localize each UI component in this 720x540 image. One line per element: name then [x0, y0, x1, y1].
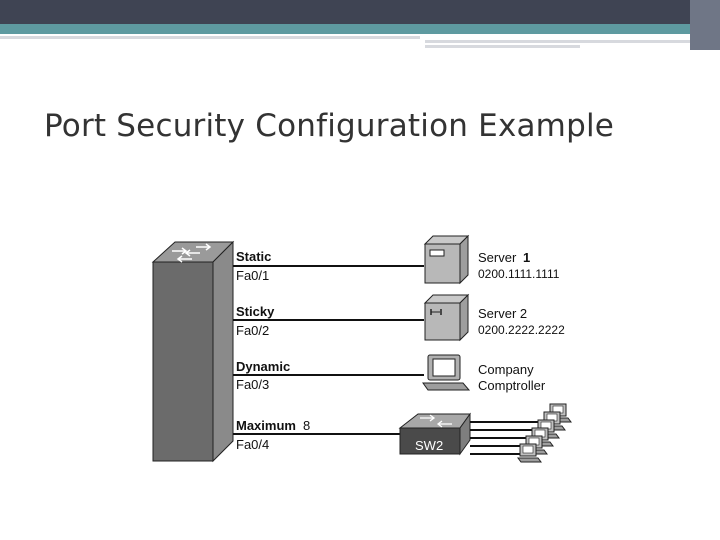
pc-cluster-icon — [517, 403, 572, 463]
top-accent-band — [0, 24, 720, 34]
corner-block — [690, 0, 720, 50]
port-interface-fa0-2: Fa0/2 — [236, 323, 270, 338]
device-label-company: Company — [478, 362, 534, 377]
sw2-switch-icon — [398, 412, 471, 456]
port-mode-maximum: Maximum — [236, 418, 296, 433]
port-interface-fa0-1: Fa0/1 — [236, 268, 270, 283]
server-1-icon — [423, 234, 470, 285]
device-label-comptroller: Comptroller — [478, 378, 546, 393]
port-mode-maximum-value: 8 — [303, 418, 311, 433]
top-stripe — [0, 36, 420, 39]
top-banner — [0, 0, 720, 24]
device-label-server-1: Server — [478, 250, 517, 265]
main-switch-icon — [151, 240, 235, 463]
port-mode-static: Static — [236, 249, 272, 264]
device-mac-server-2: 0200.2222.2222 — [478, 323, 565, 337]
top-stripe — [425, 45, 580, 48]
sw2-label: SW2 — [415, 438, 444, 453]
comptroller-pc-icon — [422, 354, 471, 391]
server-2-icon — [423, 293, 470, 342]
sw2-pc-links — [470, 421, 548, 455]
device-mac-server-1: 0200.1111.1111 — [478, 267, 560, 281]
port-interface-fa0-4: Fa0/4 — [236, 437, 270, 452]
slide-title: Port Security Configuration Example — [44, 108, 615, 144]
port-mode-sticky: Sticky — [236, 304, 275, 319]
top-stripe — [425, 40, 690, 43]
port-interface-fa0-3: Fa0/3 — [236, 377, 270, 392]
device-label-server-1-number: 1 — [523, 250, 531, 265]
device-label-server-2: Server 2 — [478, 306, 528, 321]
port-mode-dynamic: Dynamic — [236, 359, 291, 374]
